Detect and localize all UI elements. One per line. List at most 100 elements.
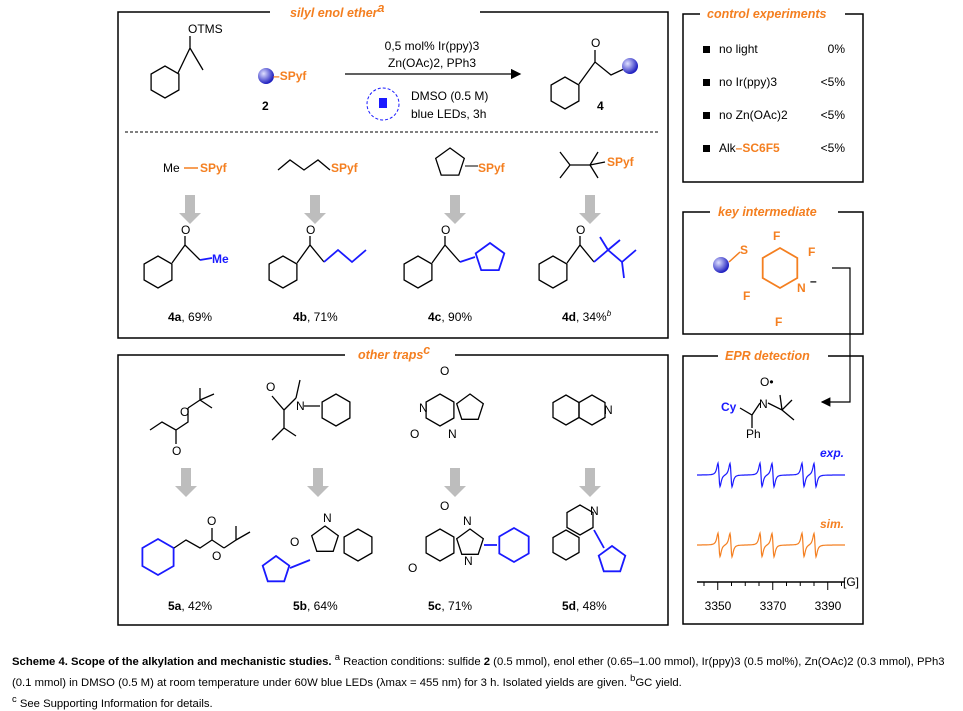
- pyrrolidinone-ring: [310, 525, 340, 552]
- tick-label: 3370: [760, 599, 787, 613]
- atom-o: O: [410, 427, 419, 441]
- product-5c-label: 5c, 71%: [428, 599, 472, 613]
- condition-additives: Zn(OAc)2, PPh3: [388, 56, 476, 70]
- connector-arrow: [820, 267, 851, 407]
- benzene-ring: [538, 255, 568, 289]
- epr-title: EPR detection: [725, 349, 810, 363]
- unit-label: [G]: [843, 575, 859, 589]
- ketone-bonds: [578, 50, 627, 85]
- control-item-label: Alk–SC6F5: [719, 141, 780, 155]
- control-item-label: no Zn(OAc)2: [719, 108, 788, 122]
- spyf-label: SPyf: [607, 155, 635, 169]
- key-title: key intermediate: [718, 205, 817, 219]
- imidazole-ring: [455, 528, 485, 555]
- purine-ring: [425, 528, 455, 562]
- cyclopentane-ring: [434, 147, 466, 176]
- control-item-value: <5%: [821, 141, 846, 155]
- spyf-label: –SPyf: [273, 69, 307, 83]
- radical-sphere-icon: [622, 58, 638, 74]
- cyclohexane-ring: [498, 526, 530, 564]
- atom-o: O: [591, 36, 600, 50]
- otms-label: OTMS: [188, 22, 223, 36]
- atom-o: O: [306, 223, 315, 237]
- atom-n: N: [448, 427, 457, 441]
- atom-f: F: [808, 245, 815, 259]
- product-number: 4: [597, 99, 604, 113]
- down-arrow-icon: [179, 195, 201, 224]
- cy-label: Cy: [721, 400, 737, 414]
- atom-n: N: [604, 403, 613, 417]
- gray-arrows: [175, 195, 601, 497]
- propyl-chain: [277, 159, 331, 171]
- methyl-label: Me: [212, 252, 229, 266]
- atom-n: N: [797, 281, 806, 295]
- atom-o: O: [266, 380, 275, 394]
- control-item-value: <5%: [821, 75, 846, 89]
- atom-o: O: [440, 499, 449, 513]
- atom-o: O: [172, 444, 181, 458]
- cyclopentane-ring: [474, 241, 506, 272]
- benzene-ring: [550, 76, 580, 110]
- vinyl-bond: [177, 36, 204, 74]
- control-item-value: <5%: [821, 108, 846, 122]
- control-box: [682, 13, 864, 183]
- tick-label: 3390: [815, 599, 842, 613]
- control-title: control experiments: [707, 7, 827, 21]
- down-arrow-icon: [307, 468, 329, 497]
- down-arrow-icon: [579, 195, 601, 224]
- control-item-label: no Ir(ppy)3: [719, 75, 777, 89]
- cyclopentane-ring: [261, 554, 291, 583]
- sim-label: sim.: [820, 517, 844, 531]
- benzene-ring: [403, 255, 433, 289]
- epr-simulated-spectrum: [697, 530, 845, 560]
- control-item-value: 0%: [828, 42, 846, 56]
- atom-o: O: [408, 561, 417, 575]
- down-arrow-icon: [175, 468, 197, 497]
- product-4b-label: 4b, 71%: [293, 310, 338, 324]
- atom-o: O: [212, 549, 221, 563]
- pyridine-ring: [578, 394, 606, 426]
- atom-o: O: [440, 364, 449, 378]
- atom-f: F: [775, 315, 782, 329]
- condition-light: blue LEDs, 3h: [411, 107, 486, 121]
- product-4d-label: 4d, 34%b: [562, 309, 612, 324]
- atom-f: F: [773, 229, 780, 243]
- imidazole-ring: [455, 393, 485, 420]
- down-arrow-icon: [444, 468, 466, 497]
- benzene-ring: [150, 65, 180, 99]
- atom-o: O: [441, 223, 450, 237]
- spyf-label: SPyf: [200, 161, 228, 175]
- control-item-label: no light: [719, 42, 758, 56]
- purine-ring: [425, 393, 455, 427]
- atom-o: O: [576, 223, 585, 237]
- benzene-ring: [552, 394, 580, 426]
- product-4a-label: 4a, 69%: [168, 310, 212, 324]
- atom-n: N: [590, 504, 599, 518]
- atom-n: N: [464, 554, 473, 568]
- epr-experimental-spectrum: [697, 460, 845, 490]
- atom-n: N: [419, 401, 428, 415]
- substrate-me: Me: [163, 161, 180, 175]
- tertbutyl-chain: [559, 151, 606, 179]
- anion-charge: –: [810, 274, 817, 288]
- benzene-ring: [343, 528, 373, 562]
- radical-sphere-icon: [258, 68, 274, 84]
- trap-products: OO ON OO NN N: [141, 499, 627, 583]
- bullet-icon: [703, 79, 710, 86]
- exp-label: exp.: [820, 446, 844, 460]
- atom-o: O: [180, 405, 189, 419]
- spyf-label: SPyf: [478, 161, 506, 175]
- benzene-ring: [268, 255, 298, 289]
- atom-f: F: [743, 289, 750, 303]
- down-arrow-icon: [579, 468, 601, 497]
- down-arrow-icon: [444, 195, 466, 224]
- ph-label: Ph: [746, 427, 761, 441]
- radical-sphere-icon: [713, 257, 729, 273]
- atom-n: N: [759, 397, 768, 411]
- product-5a-label: 5a, 42%: [168, 599, 212, 613]
- tick-label: 3350: [705, 599, 732, 613]
- down-arrow-icon: [304, 195, 326, 224]
- row1-products: O Me O O O: [143, 223, 637, 289]
- field-ticks: [703, 582, 842, 590]
